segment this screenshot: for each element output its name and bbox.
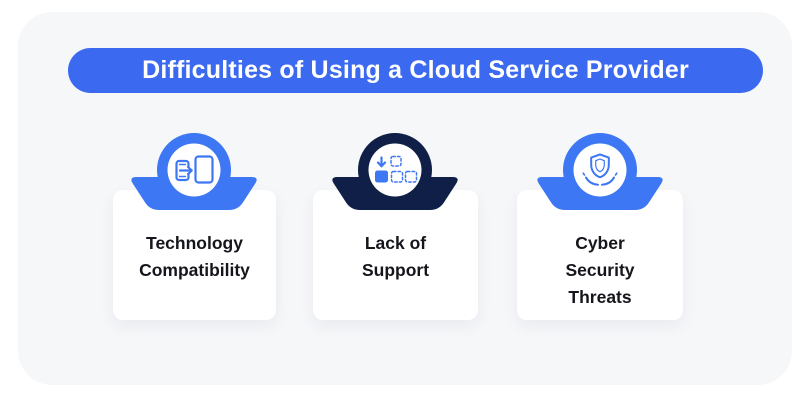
card-badge <box>537 133 663 210</box>
difficulty-card-cyber-security-threats: Cyber Security Threats <box>517 190 683 320</box>
card-badge <box>332 133 458 210</box>
page-title: Difficulties of Using a Cloud Service Pr… <box>142 56 689 84</box>
card-label: Lack of Support <box>361 233 430 281</box>
device-compatibility-icon <box>175 155 214 184</box>
difficulty-card-lack-of-support: Lack of Support <box>313 190 478 320</box>
missing-components-icon <box>375 155 418 183</box>
security-shield-icon <box>582 153 618 186</box>
card-label: Cyber Security Threats <box>565 233 635 308</box>
difficulty-card-technology-compatibility: Technology Compatibility <box>113 190 276 320</box>
card-badge <box>131 133 257 210</box>
card-label: Technology Compatibility <box>139 233 250 281</box>
title-banner: Difficulties of Using a Cloud Service Pr… <box>68 48 763 93</box>
